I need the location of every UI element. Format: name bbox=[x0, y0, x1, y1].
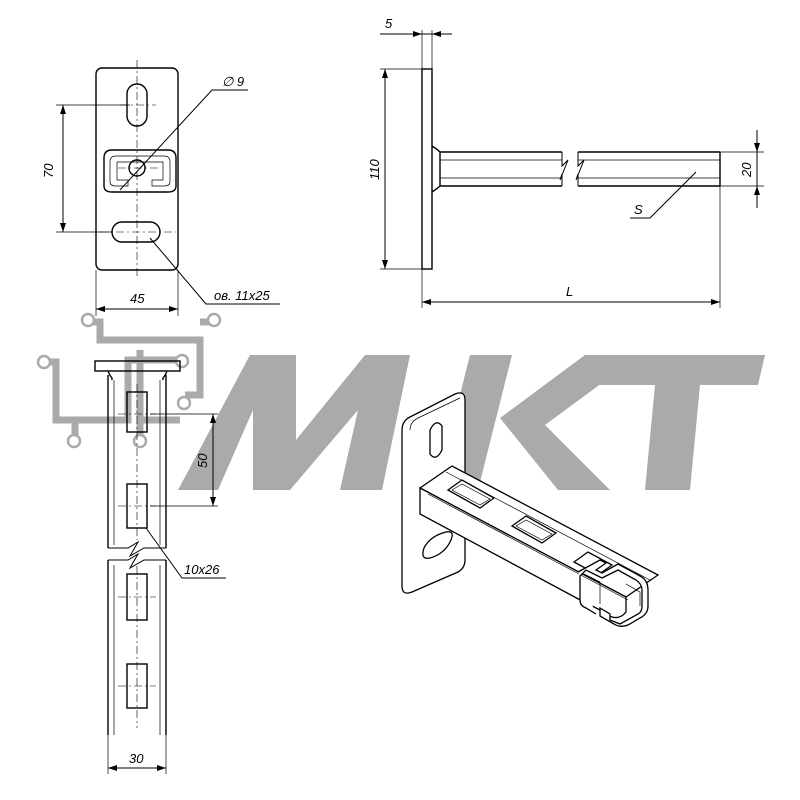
iso-arm-side bbox=[419, 486, 627, 619]
oval-hole-label: ов. 11x25 bbox=[214, 288, 270, 303]
plate-edge bbox=[94, 360, 181, 372]
profile-top-view: 50 10x26 30 bbox=[94, 360, 226, 774]
dimension-50: 50 bbox=[195, 453, 210, 468]
plate-front-view: ∅ 9 70 45 ов. 11x25 bbox=[41, 60, 280, 316]
section-label-s: S bbox=[634, 202, 643, 217]
dimension-5: 5 bbox=[385, 16, 393, 31]
dimension-110: 110 bbox=[367, 159, 382, 180]
profile-section bbox=[103, 149, 177, 193]
slot-size-label: 10x26 bbox=[184, 562, 220, 577]
logo-letter-t bbox=[585, 355, 765, 490]
hole-diameter-label: ∅ 9 bbox=[222, 74, 244, 89]
dimension-45: 45 bbox=[130, 291, 145, 306]
logo-emblem bbox=[36, 312, 222, 449]
company-logo-watermark bbox=[36, 312, 765, 490]
dimension-20: 20 bbox=[739, 162, 754, 178]
dimension-l: L bbox=[566, 284, 573, 299]
iso-profile-end bbox=[577, 559, 649, 627]
bracket-side-view: 5 110 20 L S bbox=[367, 16, 764, 308]
bracket-isometric-view bbox=[401, 392, 660, 627]
logo-letter-m bbox=[178, 355, 410, 490]
dimension-70: 70 bbox=[41, 163, 56, 178]
plate-side bbox=[421, 68, 433, 270]
dimension-30: 30 bbox=[129, 751, 144, 766]
